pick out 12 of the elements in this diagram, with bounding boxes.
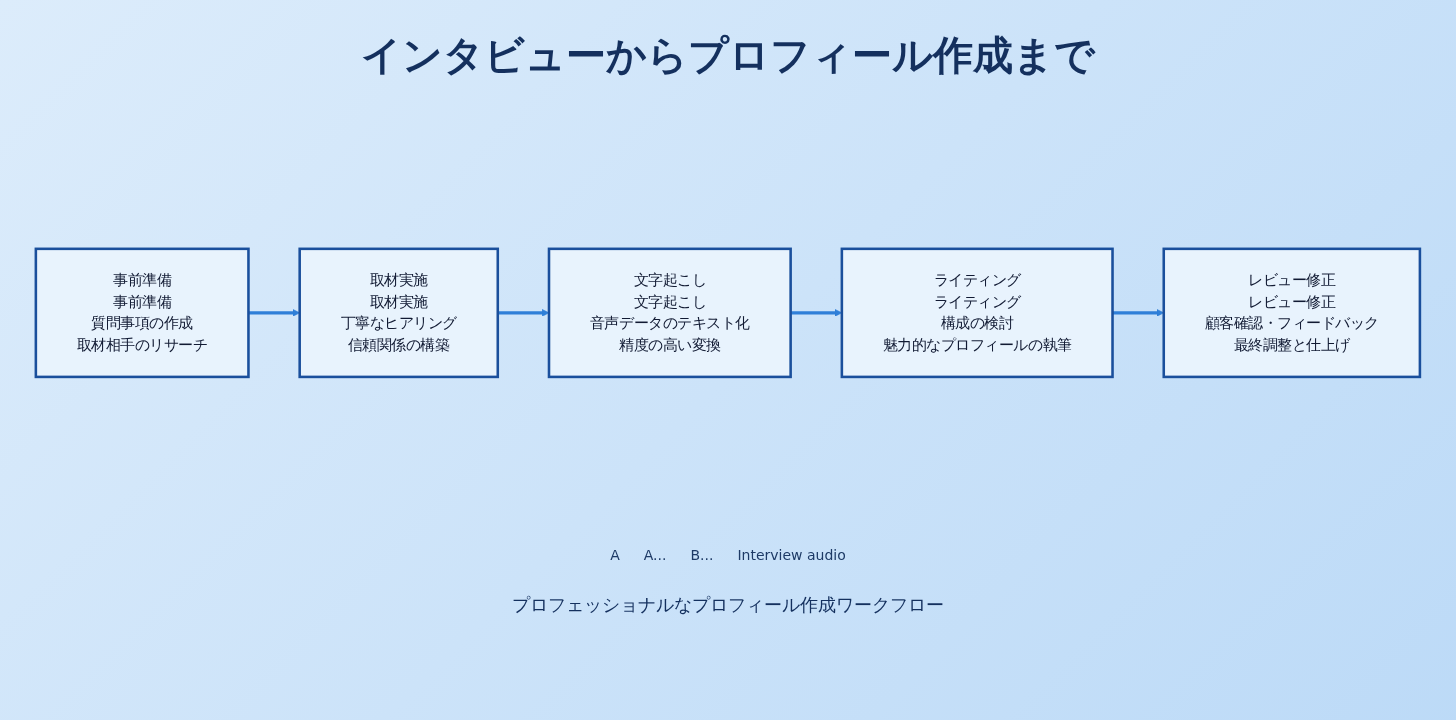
node-box: 事前準備 事前準備 質問事項の作成 取材相手のリサーチ	[34, 247, 250, 379]
node-box: ライティング ライティング 構成の検討 魅力的なプロフィールの執筆	[840, 247, 1114, 379]
illustration-text: A	[610, 547, 620, 563]
diagram-title: インタビューからプロフィール作成まで	[360, 31, 1097, 80]
illustration-text: A...	[643, 547, 667, 563]
node-box: レビュー修正 レビュー修正 顧客確認・フィードバック 最終調整と仕上げ	[1162, 247, 1422, 379]
illustration-text: B...	[690, 547, 714, 563]
node-box: 文字起こし 文字起こし 音声データのテキスト化 精度の高い変換	[547, 247, 793, 379]
node-box: 取材実施 取材実施 丁寧なヒアリング 信頼関係の構築	[298, 247, 500, 379]
illustration-text: Interview audio	[737, 547, 846, 563]
arrow	[497, 309, 550, 317]
diagram-caption: プロフェッショナルなプロフィール作成ワークフロー	[511, 593, 945, 617]
